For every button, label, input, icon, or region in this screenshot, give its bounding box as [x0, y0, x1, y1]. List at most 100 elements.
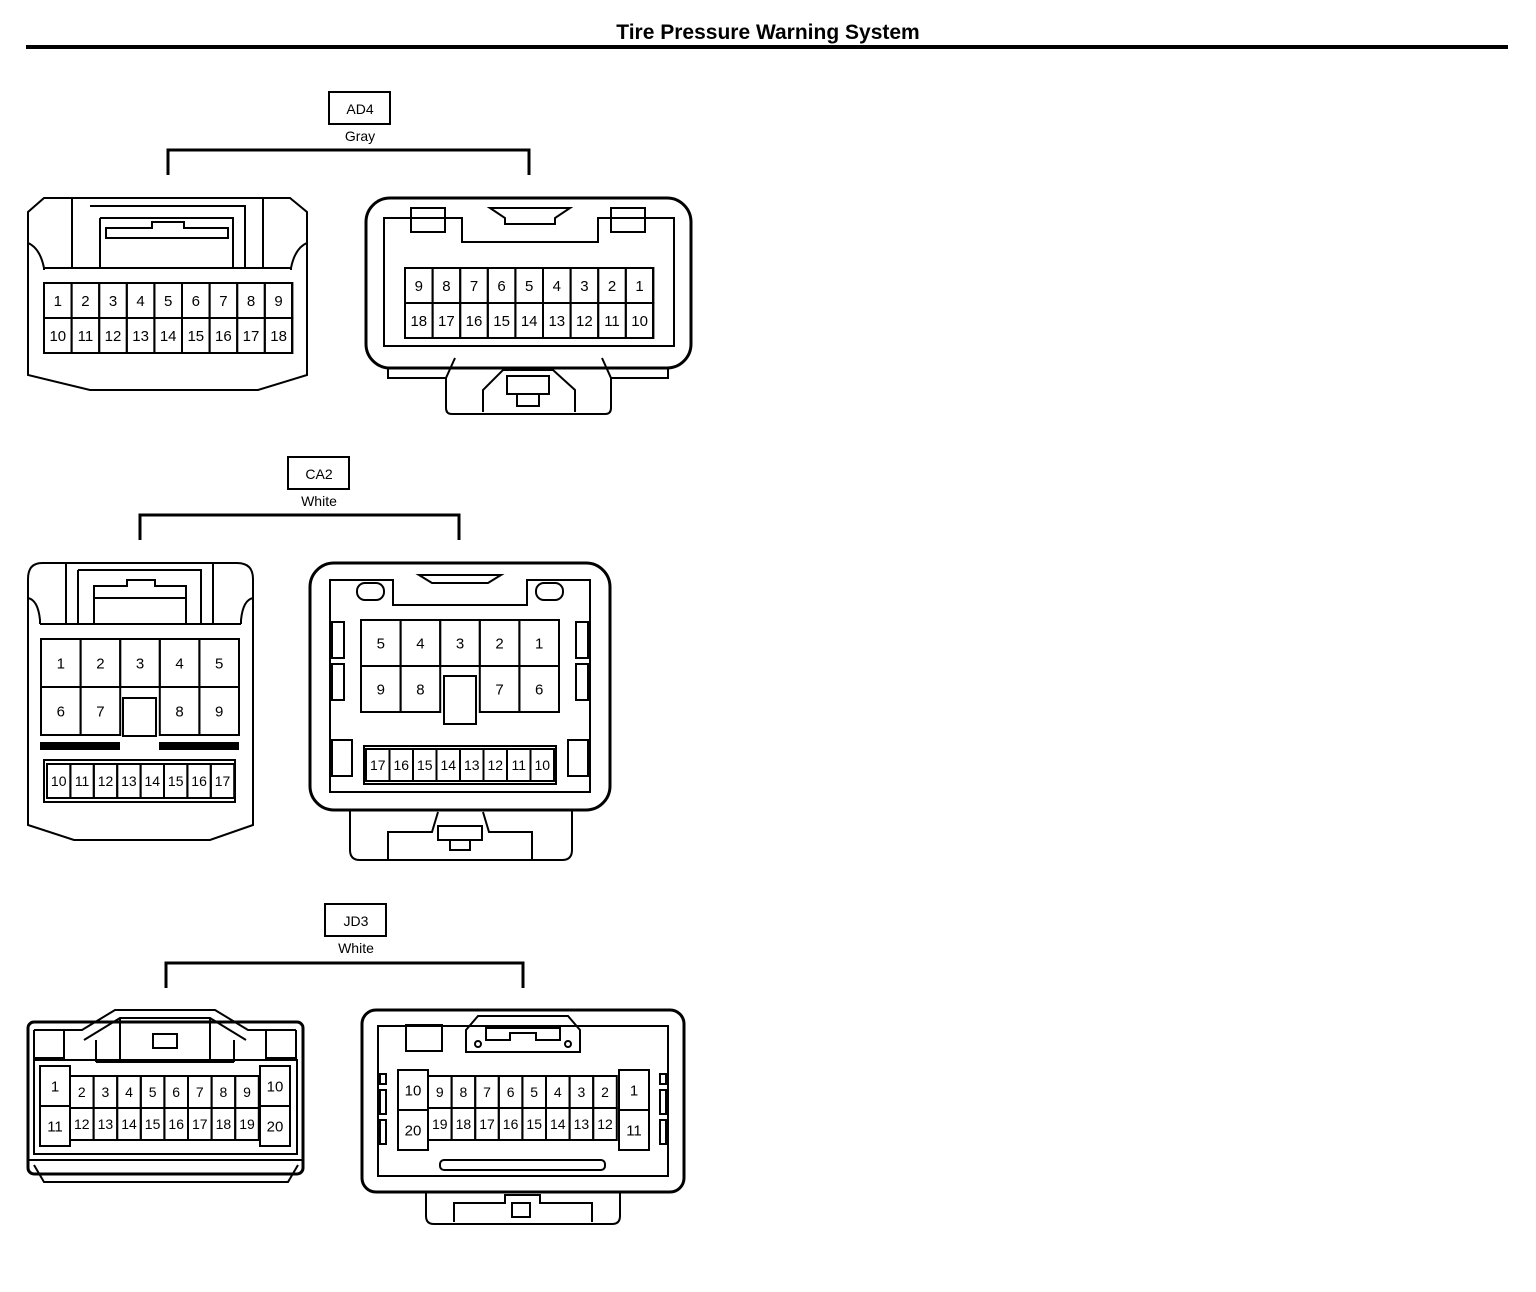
pin-number: 1 [51, 1078, 59, 1095]
pin-number: 10 [405, 1082, 422, 1099]
pin-number: 14 [121, 1116, 137, 1132]
pin-number: 20 [267, 1118, 284, 1135]
pin-number: 4 [175, 655, 183, 672]
pin-number: 16 [466, 313, 483, 330]
pin-number: 8 [247, 293, 255, 310]
pin-number: 2 [78, 1084, 86, 1100]
pin-cell [79, 686, 122, 736]
pin-cell [263, 317, 294, 354]
pin-number: 1 [54, 293, 62, 310]
pin-number: 12 [98, 773, 114, 789]
pin-number: 17 [370, 757, 386, 773]
pin-number: 2 [81, 293, 89, 310]
pin-number: 18 [270, 328, 287, 345]
connector-id: CA2 [305, 466, 332, 482]
pin-number: 9 [274, 293, 282, 310]
pin-number: 9 [377, 681, 385, 698]
connector-id-box [324, 903, 387, 937]
pin-number: 19 [432, 1116, 448, 1132]
pin-number: 4 [554, 1084, 562, 1100]
pin-number: 20 [405, 1122, 422, 1139]
pin-number: 7 [495, 681, 503, 698]
connector-id: JD3 [344, 913, 369, 929]
pin-number: 11 [75, 773, 90, 789]
pair-bracket [164, 961, 525, 988]
pin-cell [518, 665, 561, 713]
connector-color: Gray [345, 128, 375, 144]
pin-number: 8 [442, 278, 450, 295]
pin-number: 3 [136, 655, 144, 672]
pin-number: 3 [578, 1084, 586, 1100]
pin-number: 12 [105, 328, 122, 345]
pin-number: 5 [164, 293, 172, 310]
pin-number: 15 [168, 773, 184, 789]
pin-cell [592, 1107, 618, 1141]
pin-number: 16 [393, 757, 409, 773]
pin-number: 10 [534, 757, 550, 773]
pin-number: 7 [483, 1084, 491, 1100]
pin-number: 14 [160, 328, 177, 345]
pin-number: 15 [493, 313, 510, 330]
pin-number: 9 [436, 1084, 444, 1100]
pin-number: 10 [51, 773, 67, 789]
pin-cell [399, 665, 442, 713]
pin-number: 3 [102, 1084, 110, 1100]
connector-color: White [301, 493, 337, 509]
pin-number: 8 [175, 703, 183, 720]
pin-number: 17 [215, 773, 231, 789]
pin-number: 14 [440, 757, 456, 773]
pin-number: 13 [121, 773, 137, 789]
pin-number: 12 [576, 313, 593, 330]
pin-number: 15 [417, 757, 433, 773]
pin-number: 16 [168, 1116, 184, 1132]
pin-number: 6 [192, 293, 200, 310]
pin-number: 5 [215, 655, 223, 672]
pin-cell [618, 1109, 650, 1151]
pin-number: 8 [220, 1084, 228, 1100]
pin-number: 5 [377, 635, 385, 652]
pin-number: 4 [553, 278, 561, 295]
pin-number: 18 [216, 1116, 232, 1132]
pin-number: 18 [456, 1116, 472, 1132]
pin-number: 17 [438, 313, 455, 330]
pin-number: 12 [74, 1116, 90, 1132]
pin-number: 4 [125, 1084, 133, 1100]
connector-id-box [287, 456, 350, 490]
pin-number: 5 [530, 1084, 538, 1100]
pin-number: 6 [57, 703, 65, 720]
pin-number: 10 [631, 313, 648, 330]
pin-number: 16 [191, 773, 207, 789]
pin-number: 16 [503, 1116, 519, 1132]
pin-cell [529, 748, 555, 782]
pin-number: 13 [132, 328, 149, 345]
pin-number: 7 [219, 293, 227, 310]
pair-bracket [138, 513, 461, 540]
pin-number: 15 [526, 1116, 542, 1132]
pin-number: 1 [635, 278, 643, 295]
pin-number: 7 [96, 703, 104, 720]
pin-number: 7 [470, 278, 478, 295]
pin-number: 10 [267, 1078, 284, 1095]
pin-number: 12 [597, 1116, 613, 1132]
pin-number: 13 [548, 313, 565, 330]
pin-number: 16 [215, 328, 232, 345]
pin-number: 11 [511, 757, 526, 773]
pin-number: 19 [239, 1116, 255, 1132]
pin-number: 9 [415, 278, 423, 295]
pin-number: 8 [460, 1084, 468, 1100]
pin-number: 13 [464, 757, 480, 773]
pin-number: 6 [497, 278, 505, 295]
pin-cell [209, 763, 236, 799]
